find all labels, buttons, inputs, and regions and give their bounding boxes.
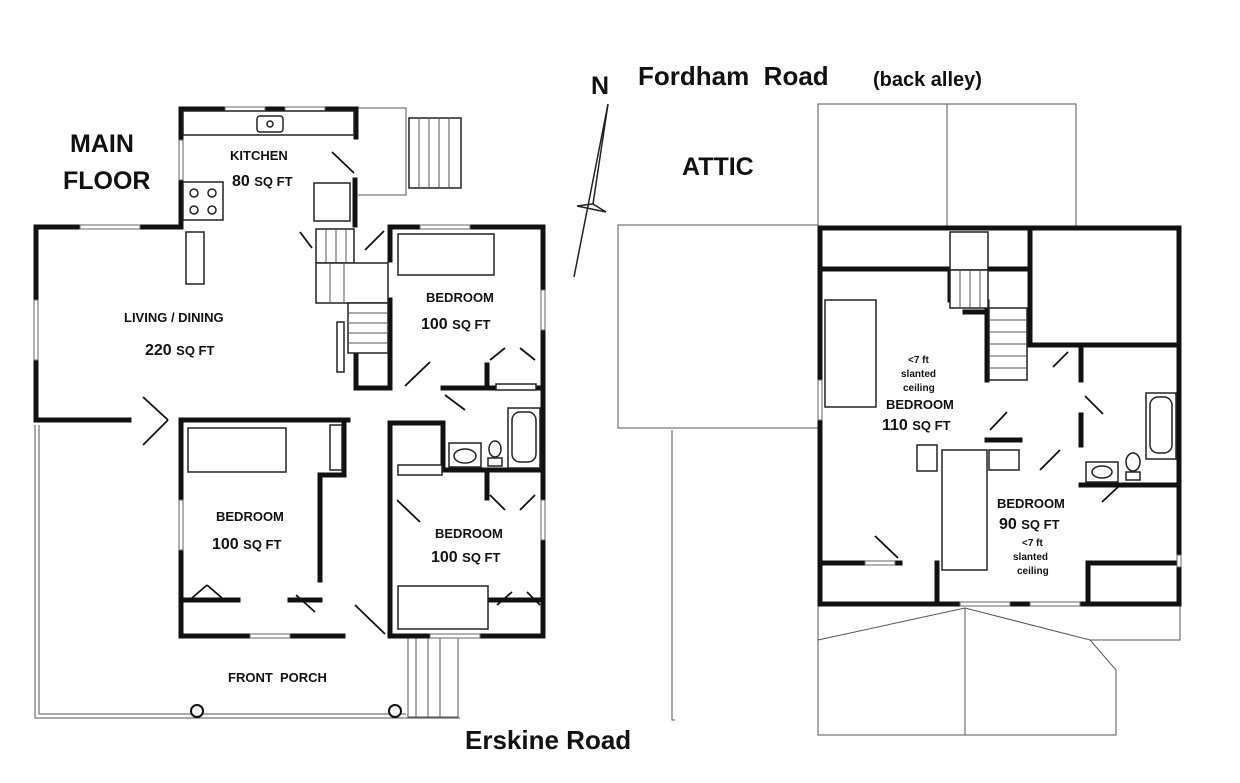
- area-number: 100: [431, 549, 458, 566]
- area-unit: SQ FT: [243, 537, 281, 552]
- porch-steps: [407, 636, 459, 718]
- north-road-note: (back alley): [873, 69, 982, 91]
- area-unit: SQ FT: [1021, 517, 1059, 532]
- fridge-icon: [313, 182, 351, 222]
- bed-icon: [397, 585, 489, 630]
- area-unit: SQ FT: [462, 550, 500, 565]
- area-number: 80: [232, 173, 250, 190]
- south-road-label: Erskine Road: [465, 725, 631, 755]
- ceiling-note: slanted: [1013, 552, 1048, 563]
- porch-label: FRONT PORCH: [228, 670, 327, 685]
- toilet-icon: [1125, 452, 1141, 481]
- stove-icon: [182, 181, 224, 221]
- area-number: 110: [882, 417, 908, 434]
- area-number: 100: [421, 316, 448, 333]
- north-road-label: Fordham Road: [638, 61, 829, 91]
- vanity-shelf: [495, 383, 537, 391]
- room-name-living: LIVING / DINING: [124, 310, 224, 325]
- room-name-kitchen: KITCHEN: [230, 148, 288, 163]
- ceiling-note: ceiling: [1017, 566, 1049, 577]
- room-area-attic-bedroom-w: 110 SQ FT: [882, 417, 951, 434]
- porch-post: [190, 704, 204, 718]
- bed-icon: [397, 233, 495, 276]
- room-name-bedroom-se: BEDROOM: [435, 526, 503, 541]
- room-name-attic-bedroom-w: BEDROOM: [886, 397, 954, 412]
- attic-title: ATTIC: [682, 153, 754, 181]
- room-name-bedroom-ne: BEDROOM: [426, 290, 494, 305]
- nightstand-icon: [988, 449, 1020, 471]
- area-unit: SQ FT: [254, 174, 292, 189]
- room-name-bedroom-sw: BEDROOM: [216, 509, 284, 524]
- toilet-icon: [487, 440, 503, 467]
- sink-icon: [448, 442, 482, 468]
- room-area-bedroom-ne: 100 SQ FT: [421, 316, 490, 333]
- room-area-kitchen: 80 SQ FT: [232, 173, 293, 190]
- back-deck: [356, 107, 462, 196]
- room-name-attic-bedroom-e: BEDROOM: [997, 496, 1065, 511]
- attic-stairs: [949, 231, 1028, 381]
- attic-plan: [617, 103, 1182, 736]
- ceiling-note: slanted: [901, 369, 936, 380]
- dresser-icon: [916, 444, 938, 472]
- stairs: [315, 228, 389, 373]
- north-arrow-icon: [573, 103, 609, 278]
- bed-icon: [824, 299, 877, 408]
- room-area-bedroom-sw: 100 SQ FT: [212, 536, 281, 553]
- bathtub-icon: [507, 407, 541, 469]
- bathtub-icon: [1145, 392, 1177, 460]
- area-unit: SQ FT: [176, 343, 214, 358]
- ceiling-note: <7 ft: [1022, 538, 1044, 549]
- main-floor-title: MAIN: [70, 130, 134, 158]
- room-area-attic-bedroom-e: 90 SQ FT: [999, 516, 1060, 533]
- sink-icon: [1085, 461, 1119, 483]
- ceiling-note: <7 ft: [908, 355, 930, 366]
- area-number: 90: [999, 516, 1017, 533]
- area-number: 100: [212, 536, 239, 553]
- ceiling-note: ceiling: [903, 383, 935, 394]
- area-unit: SQ FT: [452, 317, 490, 332]
- north-label: N: [591, 72, 609, 100]
- counter-island: [185, 231, 205, 285]
- main-floor-plan: [33, 106, 546, 719]
- area-number: 220: [145, 342, 172, 359]
- main-floor-title: FLOOR: [63, 167, 151, 195]
- bed-icon: [187, 427, 287, 473]
- dresser-icon: [397, 464, 443, 476]
- room-area-living: 220 SQ FT: [145, 342, 214, 359]
- kitchen-counter: [182, 110, 355, 136]
- porch-post: [388, 704, 402, 718]
- room-area-bedroom-se: 100 SQ FT: [431, 549, 500, 566]
- bed-icon: [941, 449, 988, 571]
- closet-shelf: [329, 424, 343, 471]
- area-unit: SQ FT: [912, 418, 950, 433]
